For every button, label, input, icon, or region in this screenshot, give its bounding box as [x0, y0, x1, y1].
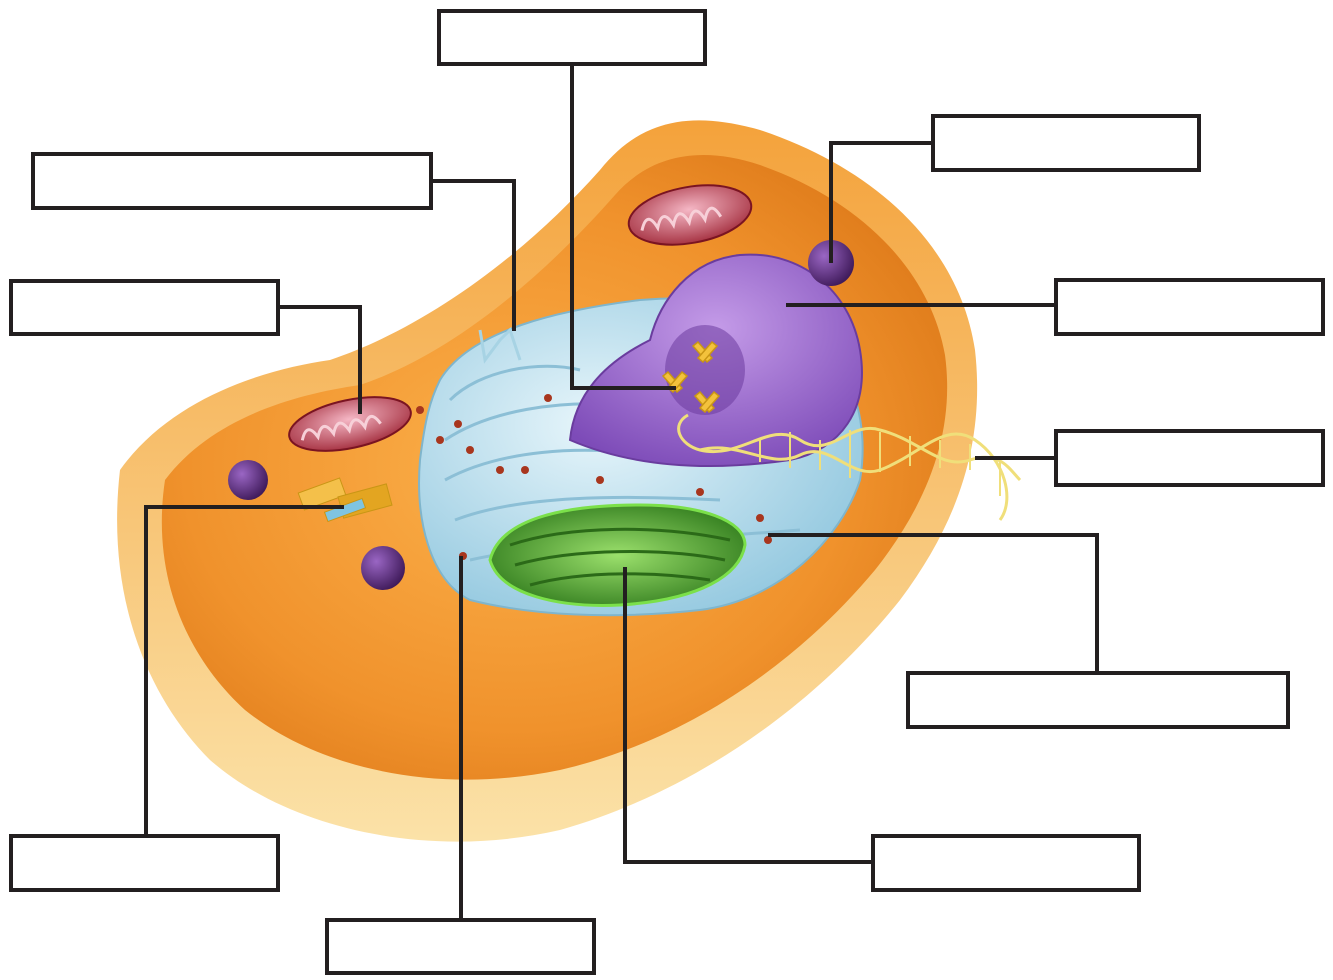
label-box-upper-left-wide[interactable]: [31, 152, 433, 210]
label-box-lower-right[interactable]: [871, 834, 1141, 892]
label-box-top[interactable]: [437, 9, 707, 66]
label-box-bottom-center[interactable]: [325, 918, 596, 975]
label-box-lower-left[interactable]: [9, 834, 280, 892]
label-box-left-upper[interactable]: [9, 279, 280, 336]
vesicle-left: [228, 460, 268, 500]
label-box-right-dna[interactable]: [1054, 429, 1325, 487]
label-box-upper-right[interactable]: [931, 114, 1201, 172]
vesicle-bottom: [361, 546, 405, 590]
label-box-right-lower-wide[interactable]: [906, 671, 1290, 729]
label-box-right-nucleus[interactable]: [1054, 278, 1325, 336]
